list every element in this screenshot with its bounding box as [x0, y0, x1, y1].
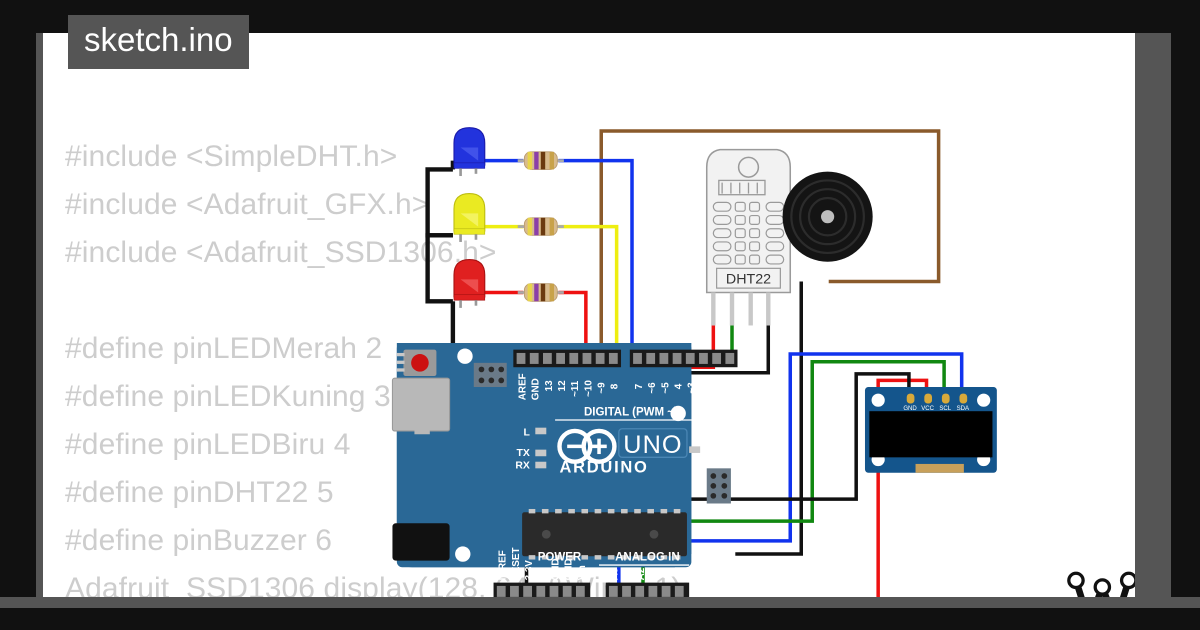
- resistor-blue-led[interactable]: [517, 151, 564, 170]
- pin-label-5v: 5V: [537, 568, 548, 580]
- wire-yellow-led: [558, 224, 619, 344]
- pin-label-6: ~6: [647, 382, 658, 394]
- uno-wordmark: UNO: [623, 431, 682, 459]
- wire-oled-red: [502, 378, 929, 598]
- dht22-label: DHT22: [726, 272, 771, 288]
- arduino-uno-board[interactable]: AREF GND 13 12 ~11 ~10 ~9 8 7 ~6 ~5 4 ~3…: [391, 343, 738, 598]
- pin-label-a2: A2: [636, 567, 647, 580]
- mounting-hole: [871, 393, 885, 407]
- on-led-label: ON: [708, 446, 724, 457]
- led-yellow[interactable]: [453, 193, 486, 242]
- onboard-led-label-rx: RX: [515, 460, 530, 471]
- resistor-red-led[interactable]: [517, 283, 564, 302]
- pin-label-tx: TX: [713, 379, 724, 392]
- analog-header[interactable]: [605, 582, 690, 598]
- wire-black-led-ground-2: [425, 233, 453, 304]
- pin-label-aref: AREF: [517, 373, 528, 400]
- pin-label-3v3: 3.3V: [524, 560, 535, 581]
- resistor-yellow-led[interactable]: [517, 217, 564, 236]
- pin-label-vin: Vin: [577, 565, 588, 580]
- pin-label-gnd2: GND: [564, 558, 575, 580]
- pin-label-9: ~9: [597, 382, 608, 394]
- oled-pin-label-vcc: VCC: [921, 406, 934, 412]
- onboard-led-label-l: L: [523, 427, 530, 438]
- dht22-sensor[interactable]: DHT22: [705, 148, 792, 326]
- wire-red-led: [558, 290, 588, 344]
- oled-pin-label-scl: SCL: [939, 406, 951, 412]
- digital-header-label: DIGITAL (PWM ~): [584, 407, 678, 419]
- pin-label-5: ~5: [660, 382, 671, 394]
- pin-label-7: 7: [634, 383, 645, 389]
- oled-pin-label-gnd: GND: [903, 406, 917, 412]
- pin-label-11: ~11: [570, 380, 581, 397]
- wire-blue-led: [558, 158, 634, 344]
- oled-pin-label-sda: SDA: [957, 406, 970, 412]
- power-jack: [392, 523, 450, 561]
- oled-screen: [869, 411, 993, 458]
- pin-label-12: 12: [557, 380, 568, 391]
- wire-buzzer-black: [735, 281, 804, 556]
- pin-label-2: 2: [700, 383, 711, 389]
- diagram-canvas[interactable]: #include <SimpleDHT.h> #include <Adafrui…: [43, 33, 1135, 598]
- pin-label-4: 4: [673, 383, 684, 389]
- tab-sketch-ino[interactable]: sketch.ino: [68, 15, 249, 69]
- arduino-wordmark: ARDUINO: [559, 459, 648, 477]
- pin-label-gnd: GND: [531, 378, 542, 400]
- led-blue[interactable]: [453, 127, 486, 177]
- circuit-diagram[interactable]: DHT22: [43, 33, 1135, 598]
- arduino-logo: [557, 428, 617, 464]
- oled-pin-pads: [906, 393, 968, 404]
- usb-connector: [391, 377, 451, 432]
- reset-button[interactable]: [396, 349, 437, 377]
- pin-label-a4: A4: [662, 567, 673, 580]
- mounting-hole: [977, 393, 991, 407]
- pin-label-a3: A3: [649, 567, 660, 580]
- microcontroller-chip: [522, 508, 687, 560]
- pin-label-10: ~10: [583, 380, 594, 397]
- mounting-hole: [457, 348, 473, 364]
- pin-label-rx: RX: [726, 378, 737, 392]
- pin-label-3: ~3: [687, 382, 698, 394]
- pin-label-a1: A1: [623, 567, 634, 580]
- wire-brown-buzzer: [599, 129, 941, 401]
- wire-black-led-ground: [425, 167, 453, 238]
- icsp-header: [706, 468, 731, 504]
- analog-header-label: ANALOG IN: [615, 552, 680, 564]
- pin-label-gnd1: GND: [550, 558, 561, 580]
- bottom-bar-dark: [0, 608, 1200, 630]
- led-red[interactable]: [453, 258, 486, 308]
- power-header[interactable]: [493, 582, 591, 598]
- power-header-label: POWER: [538, 552, 582, 564]
- pin-label-8: 8: [610, 383, 621, 389]
- mounting-hole: [455, 546, 471, 562]
- digital-header-left[interactable]: [513, 349, 622, 368]
- pin-label-13: 13: [544, 380, 555, 391]
- oled-display[interactable]: GND VCC SCL SDA: [864, 387, 997, 473]
- buzzer[interactable]: [782, 171, 873, 262]
- icsp-header-2: [473, 362, 507, 388]
- mounting-hole: [670, 405, 686, 422]
- pin-label-ioref: IOREF: [498, 550, 509, 580]
- pin-label-a0: A0: [610, 567, 621, 580]
- onboard-led-label-tx: TX: [516, 448, 529, 459]
- pin-label-reset: RESET: [511, 547, 522, 580]
- pin-label-a5: A5: [676, 567, 687, 580]
- wokwi-logo: [1067, 571, 1135, 598]
- digital-header-right[interactable]: [629, 349, 738, 368]
